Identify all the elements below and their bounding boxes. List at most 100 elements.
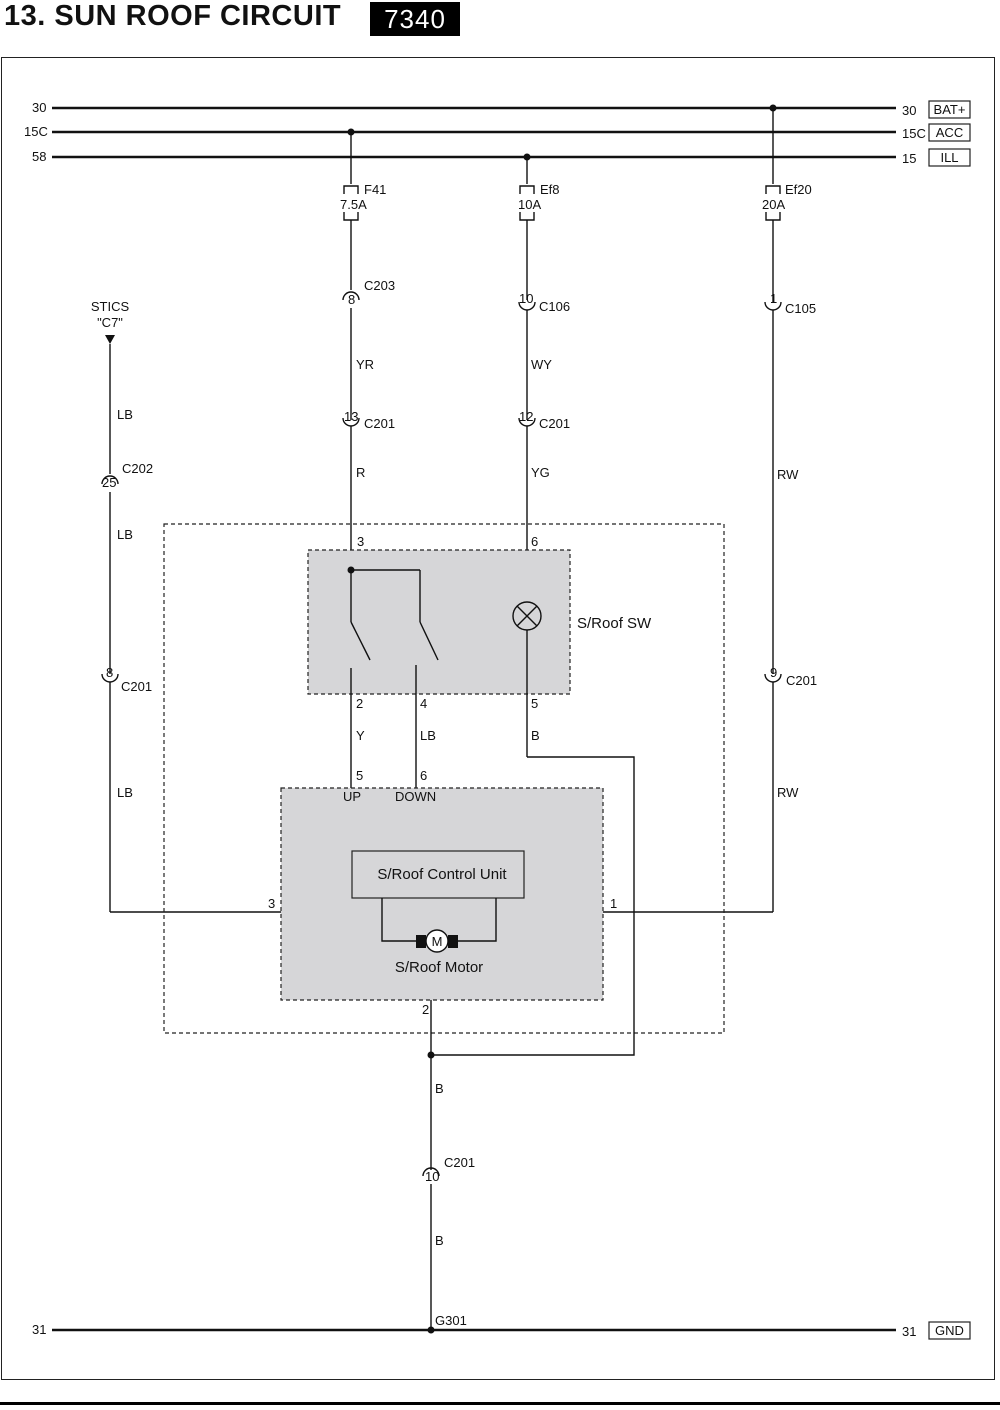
wire-yr: YR bbox=[356, 357, 374, 372]
bottom-rule bbox=[0, 1402, 1000, 1405]
junction-dot bbox=[427, 1051, 435, 1059]
diagram-frame bbox=[1, 57, 995, 1380]
fuse-icon bbox=[343, 185, 359, 194]
switch-contact-up bbox=[350, 621, 371, 661]
switch-pin-6: 6 bbox=[531, 534, 538, 549]
wire-yg: YG bbox=[531, 465, 550, 480]
switch-pin-5: 5 bbox=[531, 696, 538, 711]
fuse-ef20-name: Ef20 bbox=[785, 182, 812, 197]
wire-b-1: B bbox=[531, 728, 540, 743]
wire-rw-lower: RW bbox=[777, 785, 799, 800]
motor-symbol: M bbox=[432, 934, 443, 949]
branch-f41: F41 7.5A 8 C203 YR 13 C201 R bbox=[340, 132, 395, 570]
rail-58: 58 15 ILL bbox=[32, 148, 971, 167]
connector-icon bbox=[764, 301, 782, 311]
wire-r: R bbox=[356, 465, 365, 480]
switch-pin-2: 2 bbox=[356, 696, 363, 711]
wire-lb-4: LB bbox=[420, 728, 436, 743]
switch-label: S/Roof SW bbox=[577, 615, 652, 632]
connector-icon bbox=[101, 673, 119, 683]
rail-58-left-label: 58 bbox=[32, 149, 46, 164]
rail-31: 31 31 GND bbox=[32, 1321, 971, 1340]
rail-30-tag-box bbox=[928, 100, 971, 119]
fuse-f41-name: F41 bbox=[364, 182, 386, 197]
c201-12-pin: 12 bbox=[519, 409, 533, 424]
wire-wy: WY bbox=[531, 357, 552, 372]
control-unit-housing bbox=[280, 787, 604, 1001]
motor-icon bbox=[425, 929, 449, 953]
fuse-ef8-name: Ef8 bbox=[540, 182, 560, 197]
rail-15c-left-label: 15C bbox=[24, 124, 48, 139]
unit-down-pin: 6 bbox=[420, 768, 427, 783]
wire-b-2: B bbox=[435, 1081, 444, 1096]
branch-ef8: Ef8 10A 10 C106 WY 12 C201 YG bbox=[518, 157, 570, 603]
c201-9-pin: 9 bbox=[770, 665, 777, 680]
rail-58-tag-box bbox=[928, 148, 971, 167]
branch-stics: STICS "C7" LB 25 C202 LB 8 C201 LB bbox=[91, 299, 281, 913]
c201-9-name: C201 bbox=[786, 673, 817, 688]
connector-icon bbox=[518, 301, 536, 311]
rail-15c-right-label: 15C bbox=[902, 126, 926, 141]
rail-31-right-label: 31 bbox=[902, 1324, 916, 1339]
rail-15c: 15C 15C ACC bbox=[24, 123, 971, 142]
wire-rw-upper: RW bbox=[777, 467, 799, 482]
page-title: 13. SUN ROOF CIRCUIT bbox=[4, 0, 342, 32]
stics-sub-label: "C7" bbox=[97, 315, 123, 330]
rail-30-tag: BAT+ bbox=[934, 102, 966, 117]
fuse-icon bbox=[765, 185, 781, 194]
rail-15c-tag: ACC bbox=[936, 125, 963, 140]
connector-icon bbox=[764, 673, 782, 683]
branch-ef20: Ef20 20A 1 C105 RW 9 C201 RW bbox=[603, 108, 817, 913]
c202-pin: 25 bbox=[102, 475, 116, 490]
c203-pin: 8 bbox=[348, 292, 355, 307]
unit-down-label: DOWN bbox=[395, 789, 436, 804]
unit-pin-3: 3 bbox=[268, 896, 275, 911]
sunroof-control-unit: 5 6 UP DOWN S/Roof Control Unit M S/Roof… bbox=[268, 768, 617, 1017]
page-code-badge: 7340 bbox=[370, 2, 460, 36]
ground-g301-label: G301 bbox=[435, 1313, 467, 1328]
sunroof-switch: 3 6 S/Roof SW bbox=[307, 534, 652, 695]
fuse-ef20-rating: 20A bbox=[762, 197, 785, 212]
c201-10-pin: 10 bbox=[425, 1169, 439, 1184]
stics-arrow-icon bbox=[105, 335, 115, 344]
rail-58-right-label: 15 bbox=[902, 151, 916, 166]
c203-name: C203 bbox=[364, 278, 395, 293]
unit-up-label: UP bbox=[343, 789, 361, 804]
rail-31-left-label: 31 bbox=[32, 1322, 46, 1337]
rail-15c-tag-box bbox=[928, 123, 971, 142]
connector-icon bbox=[422, 1167, 440, 1177]
wire-y: Y bbox=[356, 728, 365, 743]
unit-pin-1: 1 bbox=[610, 896, 617, 911]
switch-housing bbox=[307, 549, 571, 695]
c201-12-name: C201 bbox=[539, 416, 570, 431]
rail-30: 30 30 BAT+ bbox=[32, 100, 971, 119]
motor-label: S/Roof Motor bbox=[395, 959, 483, 976]
stics-label: STICS bbox=[91, 299, 130, 314]
rail-58-tag: ILL bbox=[940, 150, 958, 165]
unit-up-pin: 5 bbox=[356, 768, 363, 783]
c105-pin: 1 bbox=[770, 291, 777, 306]
c105-name: C105 bbox=[785, 301, 816, 316]
connector-icon bbox=[342, 291, 360, 301]
switch-pin-4: 4 bbox=[420, 696, 427, 711]
rail-31-tag-box bbox=[928, 1321, 971, 1340]
rail-30-right-label: 30 bbox=[902, 103, 916, 118]
c202-name: C202 bbox=[122, 461, 153, 476]
c106-pin: 10 bbox=[519, 291, 533, 306]
c201-13-name: C201 bbox=[364, 416, 395, 431]
switch-contact-down bbox=[419, 621, 439, 661]
rail-31-tag: GND bbox=[935, 1323, 964, 1338]
c201-8-name: C201 bbox=[121, 679, 152, 694]
unit-pin-2: 2 bbox=[422, 1002, 429, 1017]
fuse-f41-rating: 7.5A bbox=[340, 197, 367, 212]
c201-13-pin: 13 bbox=[344, 409, 358, 424]
sunroof-module-boundary bbox=[163, 523, 725, 1034]
ground-path: B 10 C201 B G301 bbox=[422, 1000, 475, 1330]
wire-lb-2: LB bbox=[117, 527, 133, 542]
c201-10-name: C201 bbox=[444, 1155, 475, 1170]
switch-to-unit-wires: 2 Y 4 LB 5 B bbox=[350, 694, 635, 1056]
connector-icon bbox=[342, 417, 360, 427]
wire-lb-3: LB bbox=[117, 785, 133, 800]
wire-b-3: B bbox=[435, 1233, 444, 1248]
